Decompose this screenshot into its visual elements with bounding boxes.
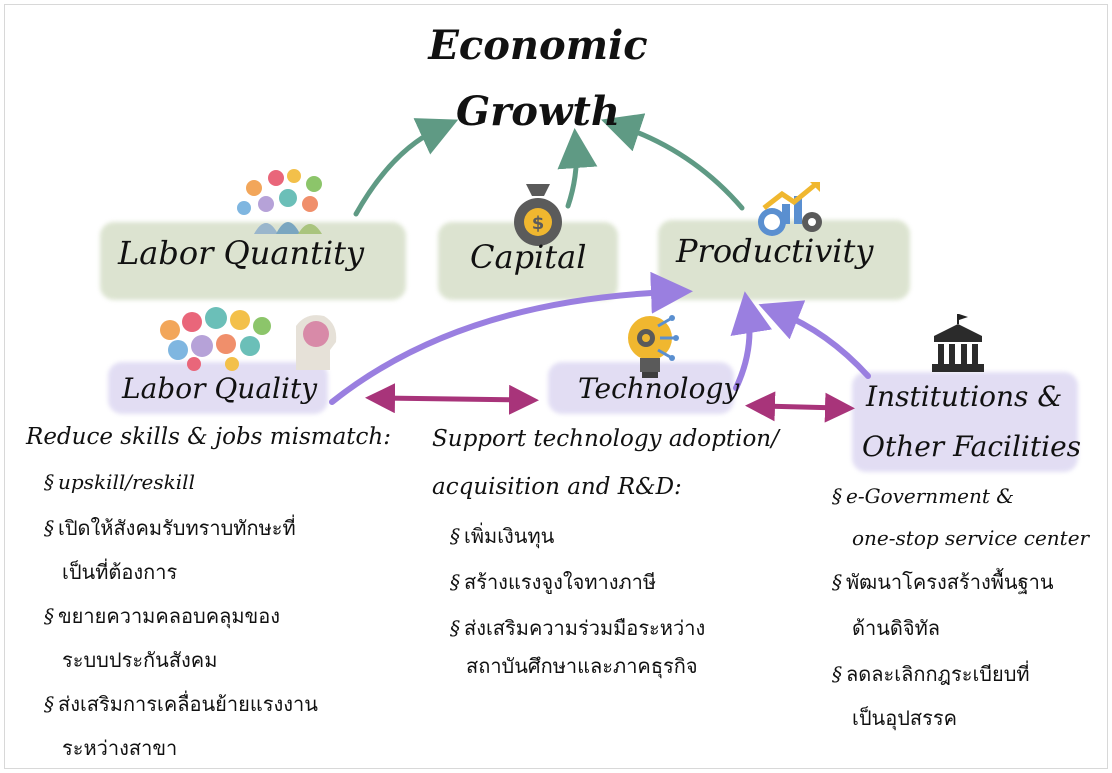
bullet-icon: § <box>832 662 842 686</box>
arrow-labor-quality-to-productivity <box>329 271 693 405</box>
list-item: §ขยายความคลอบคลุมของ <box>44 602 280 631</box>
list-item-continuation: one-stop service center <box>852 526 1090 550</box>
money-bag-icon: $ <box>514 184 562 246</box>
bullet-icon: § <box>450 616 460 640</box>
title-line-2: Growth <box>456 88 620 135</box>
list-item: §เปิดให้สังคมรับทราบทักษะที่ <box>44 514 296 543</box>
list-item-continuation: สถาบันศึกษาและภาคธุรกิจ <box>466 654 698 678</box>
list-item-text: upskill/reskill <box>58 470 195 494</box>
bullet-icon: § <box>44 692 54 716</box>
institutions-wash <box>852 372 1078 472</box>
lightbulb-gear-icon <box>628 315 679 378</box>
node-labor-quality: Labor Quality <box>122 372 318 405</box>
people-group-icon <box>237 169 322 234</box>
arrow-labor-quality-technology <box>365 383 539 415</box>
bullet-icon: § <box>450 570 460 594</box>
labor-quality-heading: Reduce skills & jobs mismatch: <box>26 424 391 450</box>
list-item-text: สร้างแรงจูงใจทางภาษี <box>464 570 657 594</box>
list-item-text: e-Government & <box>846 484 1015 508</box>
arrow-capital-to-growth <box>557 128 598 209</box>
growth-chart-gears-icon <box>758 182 822 236</box>
bullet-icon: § <box>44 516 54 540</box>
technology-heading-line-2: acquisition and R&D: <box>432 474 682 500</box>
bullet-icon: § <box>44 604 54 628</box>
list-item-text: พัฒนาโครงสร้างพื้นฐาน <box>846 570 1054 594</box>
skills-brain-icon <box>160 307 337 371</box>
bullet-icon: § <box>450 524 460 548</box>
list-item: §เพิ่มเงินทุน <box>450 522 554 551</box>
list-item-continuation: เป็นอุปสรรค <box>852 706 957 730</box>
list-item-text: เปิดให้สังคมรับทราบทักษะที่ <box>58 516 296 540</box>
list-item-text: ขยายความคลอบคลุมของ <box>58 604 280 628</box>
government-building-icon <box>932 314 984 372</box>
list-item: §ส่งเสริมการเคลื่อนย้ายแรงงาน <box>44 690 318 719</box>
svg-text:$: $ <box>532 213 545 234</box>
labor-quantity-wash <box>100 222 406 300</box>
node-technology: Technology <box>578 372 740 405</box>
list-item: §พัฒนาโครงสร้างพื้นฐาน <box>832 568 1054 597</box>
title-line-1: Economic <box>428 22 648 69</box>
list-item-text: ส่งเสริมการเคลื่อนย้ายแรงงาน <box>58 692 318 716</box>
node-capital: Capital <box>470 238 587 276</box>
node-institutions-line-2: Other Facilities <box>862 430 1082 463</box>
bullet-icon: § <box>44 470 54 494</box>
list-item-continuation: ระบบประกันสังคม <box>62 648 218 672</box>
bullet-icon: § <box>832 484 842 508</box>
list-item: §ส่งเสริมความร่วมมือระหว่าง <box>450 614 705 643</box>
list-item: §e-Government & <box>832 482 1014 511</box>
labor-quality-wash <box>108 362 328 414</box>
node-labor-quantity: Labor Quantity <box>118 234 365 272</box>
arrow-technology-to-productivity <box>730 291 773 391</box>
bullet-icon: § <box>832 570 842 594</box>
list-item: §upskill/reskill <box>44 468 195 497</box>
productivity-wash <box>658 220 910 300</box>
technology-heading-line-1: Support technology adoption/ <box>432 426 779 452</box>
list-item-continuation: ด้านดิจิทัล <box>852 616 941 640</box>
list-item-continuation: เป็นที่ต้องการ <box>62 560 178 584</box>
arrow-technology-institutions <box>745 391 855 423</box>
list-item-text: ส่งเสริมความร่วมมือระหว่าง <box>464 616 706 640</box>
arrow-productivity-to-growth <box>601 113 745 211</box>
list-item-continuation: ระหว่างสาขา <box>62 736 178 760</box>
list-item: §สร้างแรงจูงใจทางภาษี <box>450 568 656 597</box>
node-productivity: Productivity <box>676 232 874 270</box>
diagram-border <box>4 4 1108 769</box>
list-item-text: เพิ่มเงินทุน <box>464 524 555 548</box>
list-item: §ลดละเลิกกฎระเบียบที่ <box>832 660 1030 689</box>
arrow-institutions-to-productivity <box>758 300 871 379</box>
arrow-labor-quantity-to-growth <box>353 118 459 217</box>
list-item-text: ลดละเลิกกฎระเบียบที่ <box>846 662 1030 686</box>
node-institutions-line-1: Institutions & <box>866 380 1063 413</box>
